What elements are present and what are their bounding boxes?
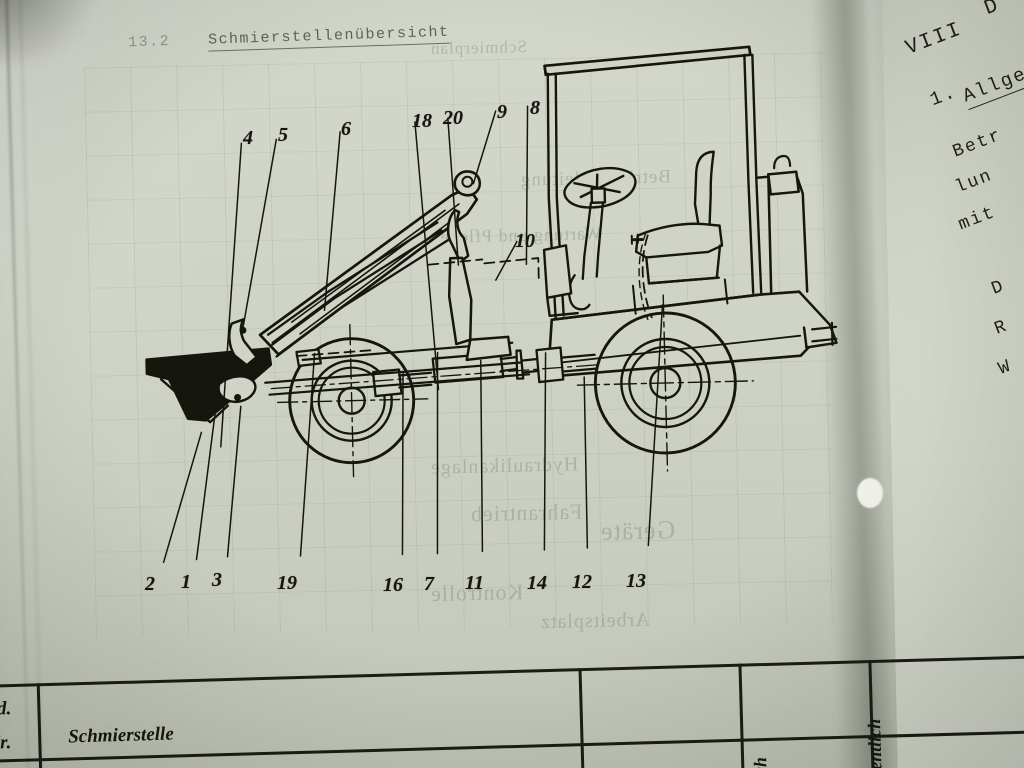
section-number: 13.2 [127, 32, 171, 52]
corner-shadow [0, 0, 120, 60]
callout-number-5: 5 [278, 124, 288, 146]
callout-number-7: 7 [424, 573, 434, 595]
callout-number-13: 13 [626, 570, 646, 592]
graph-paper-grid-showthrough [84, 52, 836, 638]
callout-number-19: 19 [277, 572, 297, 594]
table-col-divider-3 [738, 663, 745, 768]
callout-number-2: 2 [145, 573, 155, 595]
callout-number-20: 20 [443, 107, 463, 129]
callout-number-6: 6 [341, 118, 351, 140]
table-col-divider-2 [578, 668, 585, 768]
table-header-nr: Nr. [0, 732, 12, 754]
callout-number-10: 10 [515, 230, 535, 252]
page-edge-highlight [857, 478, 883, 508]
table-col-divider-1 [36, 683, 43, 768]
callout-number-4: 4 [243, 127, 253, 149]
callout-number-18: 18 [412, 110, 432, 132]
table-header-schmierstelle: Schmierstelle [67, 723, 175, 748]
callout-number-11: 11 [465, 572, 484, 594]
callout-number-9: 9 [497, 101, 507, 123]
table-header-taeglich: täglich [750, 757, 772, 768]
callout-number-16: 16 [383, 574, 403, 596]
table-header-lfd: lfd. [0, 698, 12, 720]
callout-number-8: 8 [530, 97, 540, 119]
callout-number-12: 12 [572, 571, 592, 593]
callout-number-14: 14 [527, 572, 547, 594]
callout-number-3: 3 [212, 569, 222, 591]
table-header-woechentlich: wöchentlich [864, 718, 887, 768]
callout-number-1: 1 [181, 571, 191, 593]
